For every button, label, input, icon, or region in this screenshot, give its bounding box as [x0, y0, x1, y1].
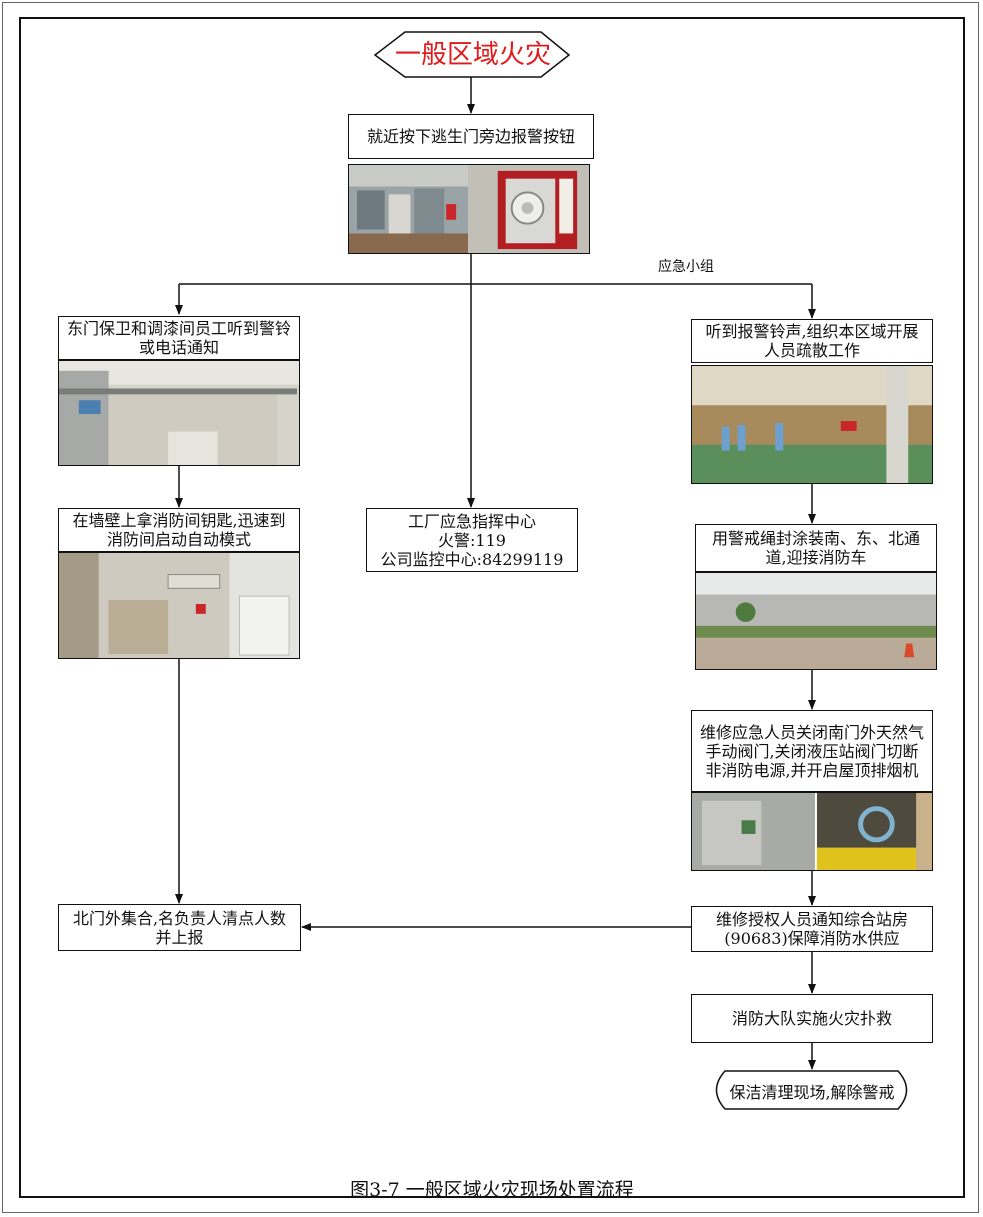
step-firefight: 消防大队实施火灾扑救 [691, 994, 933, 1043]
inner-frame [19, 17, 965, 1198]
step-take-key: 在墙壁上拿消防间钥匙,迅速到消防间启动自动模式 [58, 508, 300, 552]
step-cordon: 用警戒绳封涂装南、东、北通道,迎接消防车 [695, 524, 937, 572]
photo-east-gate [58, 360, 300, 466]
command-center-name: 工厂应急指挥中心 [407, 511, 536, 531]
cleanup-terminal-shape [715, 1070, 908, 1110]
title-hexagon [373, 31, 571, 78]
photo-evacuate [691, 365, 933, 484]
photo-alarm-button [348, 164, 590, 254]
step-cleanup: 保洁清理现场,解除警戒 [729, 1083, 895, 1102]
step-notify-station: 维修授权人员通知综合站房(90683)保障消防水供应 [691, 906, 933, 952]
step-east-gate: 东门保卫和调漆间员工听到警铃或电话通知 [58, 316, 300, 360]
branch-label: 应急小组 [658, 259, 714, 275]
step-alarm-button: 就近按下逃生门旁边报警按钮 [348, 114, 594, 159]
step-assemble: 北门外集合,名负责人清点人数并上报 [58, 904, 301, 951]
step-evacuate: 听到报警铃声,组织本区域开展人员疏散工作 [691, 319, 933, 363]
command-center-monitor-phone: 公司监控中心:84299119 [380, 549, 564, 569]
photo-cordon [695, 572, 937, 670]
flowchart-title: 一般区域火灾 [394, 40, 551, 70]
figure-caption: 图3-7 一般区域火灾现场处置流程 [350, 1179, 634, 1201]
step-command-center: 工厂应急指挥中心 火警:119 公司监控中心:84299119 [366, 508, 578, 572]
command-center-fire-phone: 火警:119 [438, 530, 506, 550]
photo-shutoff [691, 792, 933, 871]
step-shutoff: 维修应急人员关闭南门外天然气手动阀门,关闭液压站阀门切断非消防电源,并开启屋顶排… [691, 710, 933, 792]
photo-take-key [58, 552, 300, 659]
